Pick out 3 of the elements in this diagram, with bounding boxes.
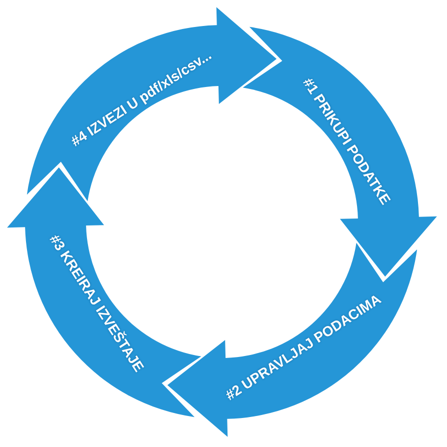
cycle-segment [7, 167, 202, 418]
cycle-segment [167, 242, 418, 437]
cycle-segment [26, 7, 277, 202]
